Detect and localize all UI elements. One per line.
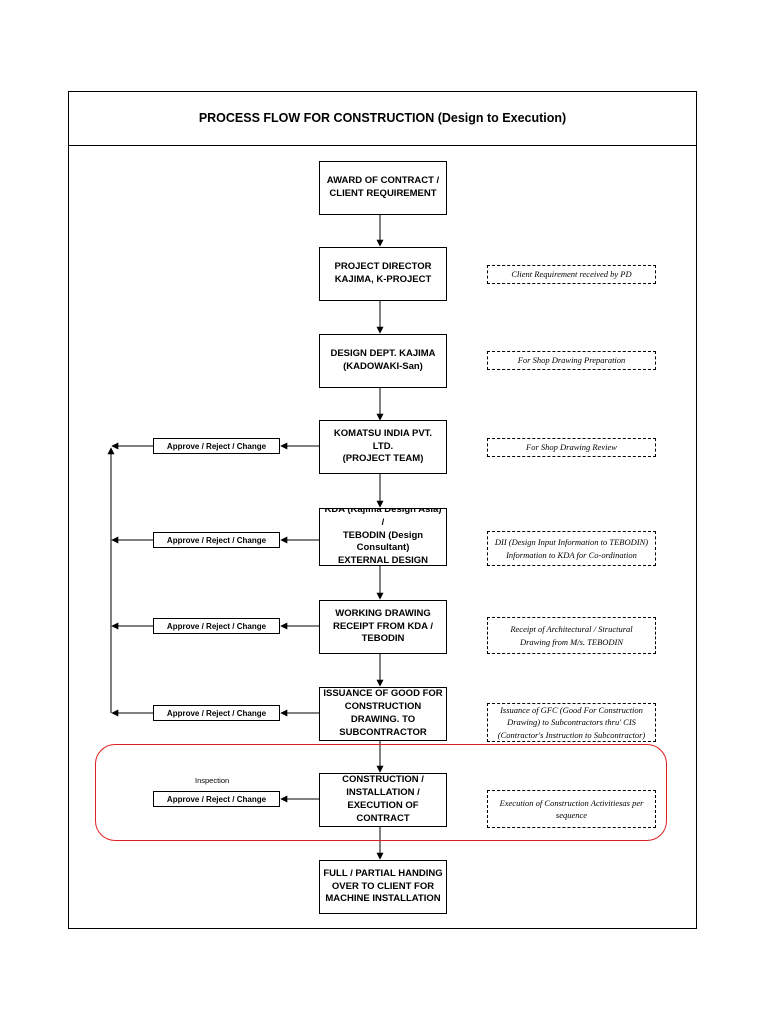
decision-label: Approve / Reject / Change	[166, 621, 267, 631]
step-label: CONSTRUCTION / INSTALLATION / EXECUTION …	[342, 774, 424, 824]
note-text: Issuance of GFC (Good For Construction D…	[497, 705, 646, 740]
note-shop-drawing-prep: For Shop Drawing Preparation	[487, 351, 656, 370]
step-handing-over: FULL / PARTIAL HANDING OVER TO CLIENT FO…	[319, 860, 447, 914]
execution-highlight	[95, 744, 667, 841]
note-text: For Shop Drawing Preparation	[517, 355, 626, 366]
diagram-frame	[68, 91, 697, 929]
step-construction: CONSTRUCTION / INSTALLATION / EXECUTION …	[319, 773, 447, 827]
note-shop-drawing-review: For Shop Drawing Review	[487, 438, 656, 457]
note-text: Receipt of Architectural / Structural Dr…	[510, 624, 633, 647]
note-text: Execution of Construction Activitiesas p…	[499, 797, 644, 820]
step-label: AWARD OF CONTRACT / CLIENT REQUIREMENT	[326, 175, 440, 199]
decision-label: Approve / Reject / Change	[166, 535, 267, 545]
note-receipt-drawing: Receipt of Architectural / Structural Dr…	[487, 617, 656, 654]
step-issuance-gfc: ISSUANCE OF GOOD FOR CONSTRUCTION DRAWIN…	[319, 687, 447, 741]
note-issuance-gfc: Issuance of GFC (Good For Construction D…	[487, 703, 656, 742]
decision-approve-reject-change: Approve / Reject / Change	[153, 532, 280, 548]
step-label: DESIGN DEPT. KAJIMA (KADOWAKI-San)	[330, 348, 436, 372]
decision-approve-reject-change: Approve / Reject / Change	[153, 438, 280, 454]
step-kda-tebodin: KDA (Kajima Design Asia) / TEBODIN (Desi…	[319, 508, 447, 566]
decision-label: Approve / Reject / Change	[166, 708, 267, 718]
note-text: For Shop Drawing Review	[526, 442, 617, 453]
step-label: WORKING DRAWING RECEIPT FROM KDA / TEBOD…	[333, 607, 433, 645]
step-award-of-contract: AWARD OF CONTRACT / CLIENT REQUIREMENT	[319, 161, 447, 215]
decision-approve-reject-change: Approve / Reject / Change	[153, 618, 280, 634]
note-text: Client Requirement received by PD	[511, 269, 632, 280]
step-komatsu-india: KOMATSU INDIA PVT. LTD. (PROJECT TEAM)	[319, 420, 447, 474]
note-execution: Execution of Construction Activitiesas p…	[487, 790, 656, 828]
note-dii: DII (Design Input Information to TEBODIN…	[487, 531, 656, 566]
decision-label: Approve / Reject / Change	[166, 794, 267, 804]
step-project-director: PROJECT DIRECTOR KAJIMA, K-PROJECT	[319, 247, 447, 301]
title-row: PROCESS FLOW FOR CONSTRUCTION (Design to…	[68, 91, 697, 146]
decision-approve-reject-change: Approve / Reject / Change	[153, 705, 280, 721]
note-text: DII (Design Input Information to TEBODIN…	[494, 537, 649, 560]
note-client-requirement: Client Requirement received by PD	[487, 265, 656, 284]
step-working-drawing: WORKING DRAWING RECEIPT FROM KDA / TEBOD…	[319, 600, 447, 654]
step-label: FULL / PARTIAL HANDING OVER TO CLIENT FO…	[323, 867, 443, 905]
step-design-dept: DESIGN DEPT. KAJIMA (KADOWAKI-San)	[319, 334, 447, 388]
decision-label: Approve / Reject / Change	[166, 441, 267, 451]
step-label: KOMATSU INDIA PVT. LTD. (PROJECT TEAM)	[333, 427, 433, 465]
decision-approve-reject-change: Approve / Reject / Change	[153, 791, 280, 807]
diagram-title: PROCESS FLOW FOR CONSTRUCTION (Design to…	[198, 111, 567, 125]
step-label: ISSUANCE OF GOOD FOR CONSTRUCTION DRAWIN…	[323, 688, 443, 738]
step-label: PROJECT DIRECTOR KAJIMA, K-PROJECT	[334, 261, 432, 285]
step-label: KDA (Kajima Design Asia) / TEBODIN (Desi…	[324, 508, 442, 566]
inspection-label: Inspection	[195, 776, 230, 785]
